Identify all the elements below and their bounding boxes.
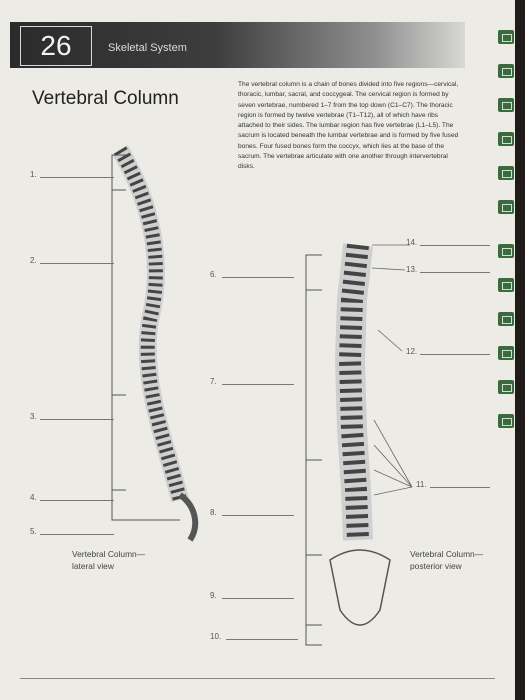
bottom-rule xyxy=(20,678,495,679)
answer-line-5[interactable] xyxy=(40,534,114,535)
chapter-header: 26 Skeletal System xyxy=(10,22,465,68)
answer-line-10[interactable] xyxy=(226,639,298,640)
section-title: Skeletal System xyxy=(108,42,187,54)
description-paragraph: The vertebral column is a chain of bones… xyxy=(238,81,459,171)
page-edge-shadow xyxy=(515,0,525,700)
chapter-tab-icon[interactable] xyxy=(498,380,514,394)
answer-line-3[interactable] xyxy=(40,419,114,420)
label-8: 8. xyxy=(210,508,217,517)
answer-line-14[interactable] xyxy=(420,245,490,246)
posterior-brackets xyxy=(305,254,322,646)
page-title: Vertebral Column xyxy=(32,88,179,109)
chapter-tab-icon[interactable] xyxy=(498,414,514,428)
caption-lateral-view: Vertebral Column— lateral view xyxy=(72,549,146,571)
answer-line-4[interactable] xyxy=(40,500,114,501)
answer-line-8[interactable] xyxy=(222,515,294,516)
answer-line-2[interactable] xyxy=(40,263,114,264)
label-2: 2. xyxy=(30,256,37,265)
label-9: 9. xyxy=(210,591,217,600)
chapter-tab-icon[interactable] xyxy=(498,30,514,44)
label-4: 4. xyxy=(30,493,37,502)
label-14: 14. xyxy=(406,238,418,247)
answer-line-12[interactable] xyxy=(420,354,490,355)
chapter-tab-icon[interactable] xyxy=(498,166,514,180)
lateral-brackets xyxy=(111,154,180,521)
chapter-tab-icon[interactable] xyxy=(498,64,514,78)
answer-line-11[interactable] xyxy=(430,487,490,488)
chapter-tab-icon[interactable] xyxy=(498,98,514,112)
label-5: 5. xyxy=(30,527,37,536)
chapter-tab-icon[interactable] xyxy=(498,200,514,214)
label-3: 3. xyxy=(30,412,37,421)
answer-line-13[interactable] xyxy=(420,272,490,273)
label-11: 11. xyxy=(416,480,427,489)
answer-line-6[interactable] xyxy=(222,277,294,278)
chapter-tab-icon[interactable] xyxy=(498,278,514,292)
answer-line-9[interactable] xyxy=(222,598,294,599)
chapter-number: 26 xyxy=(20,26,92,66)
label-7: 7. xyxy=(210,377,217,386)
answer-line-1[interactable] xyxy=(40,177,114,178)
label-12: 12. xyxy=(406,347,418,356)
answer-line-7[interactable] xyxy=(222,384,294,385)
chapter-tab-icon[interactable] xyxy=(498,132,514,146)
label-1: 1. xyxy=(30,170,37,179)
label-6: 6. xyxy=(210,270,217,279)
chapter-tab-icon[interactable] xyxy=(498,244,514,258)
label-13: 13. xyxy=(406,265,418,274)
caption-posterior-view: Vertebral Column— posterior view xyxy=(410,549,484,571)
chapter-tab-icon[interactable] xyxy=(498,312,514,326)
lateral-spine-drawing xyxy=(112,145,199,542)
chapter-tab-icon[interactable] xyxy=(498,346,514,360)
posterior-spine-drawing xyxy=(329,243,391,626)
label-10: 10. xyxy=(210,632,222,641)
leader-lines xyxy=(371,244,413,496)
